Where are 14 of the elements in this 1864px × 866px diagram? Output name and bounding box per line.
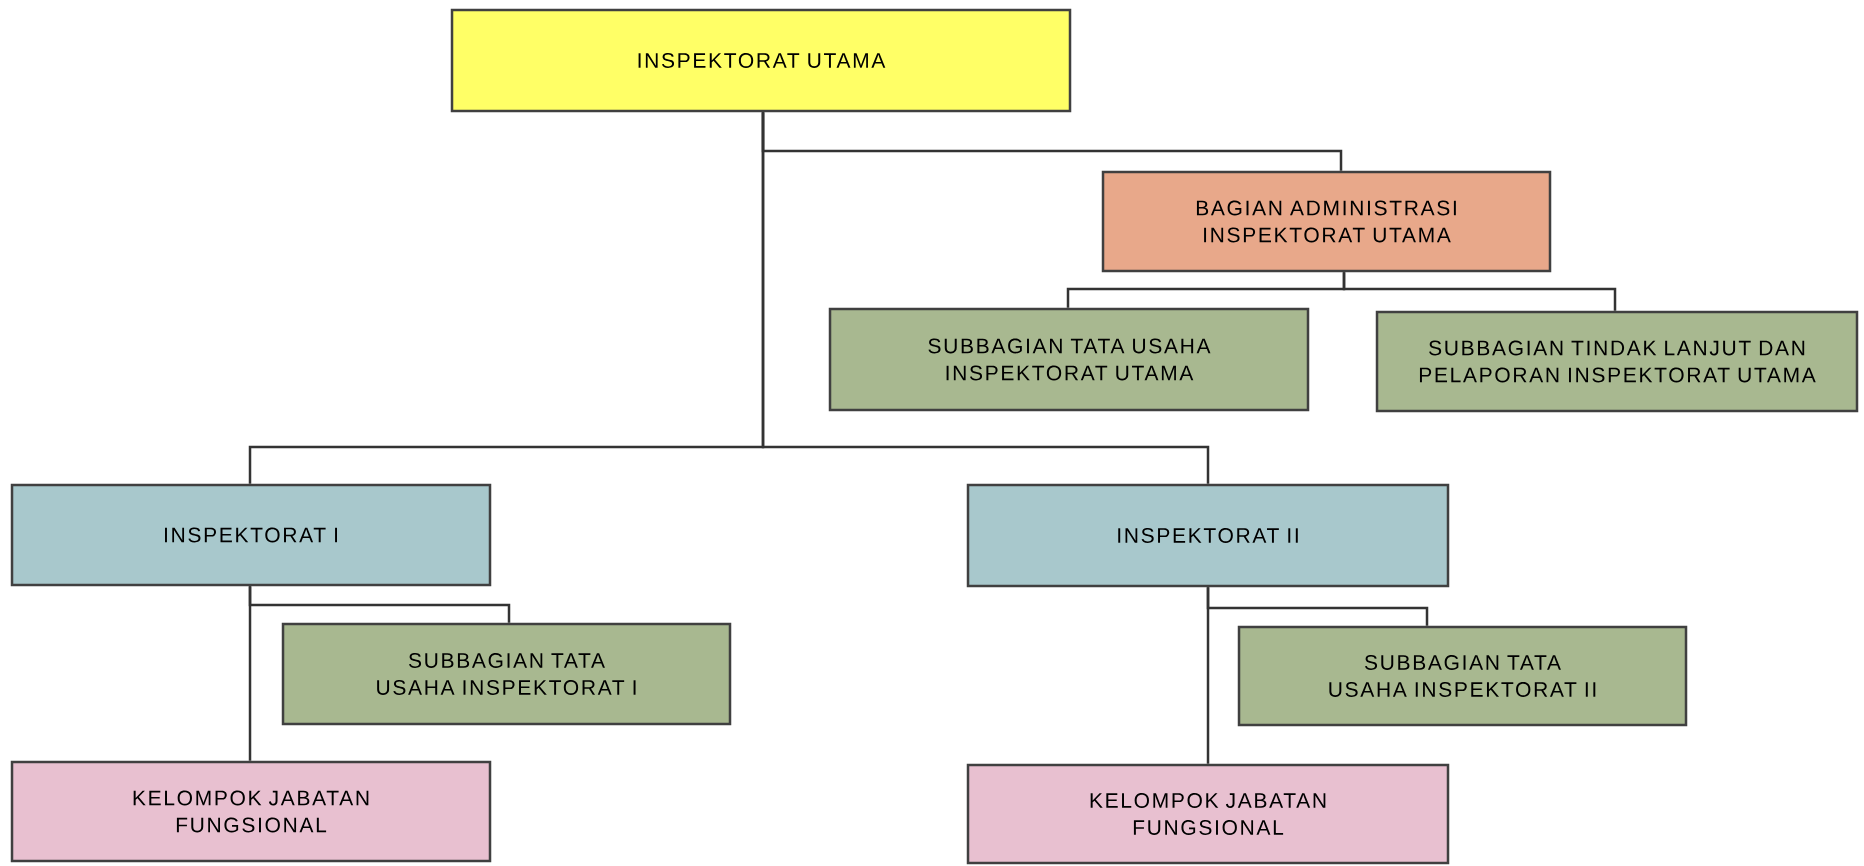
- unit-box: SUBBAGIAN TINDAK LANJUT DAN PELAPORAN INSPEKTORAT UTAMA: [1375, 310, 1859, 413]
- group-box: KELOMPOK JABATAN FUNGSIONAL: [966, 763, 1450, 865]
- unit-box: SUBBAGIAN TATA USAHA INSPEKTORAT I: [281, 622, 732, 726]
- connector-line: [1206, 587, 1210, 764]
- connector-line: [1342, 272, 1617, 311]
- department-box: BAGIAN ADMINISTRASI INSPEKTORAT UTAMA: [1101, 170, 1552, 273]
- connector-line: [248, 586, 252, 761]
- department-box: INSPEKTORAT II: [966, 483, 1450, 588]
- group-box: KELOMPOK JABATAN FUNGSIONAL: [10, 760, 492, 863]
- unit-box: SUBBAGIAN TATA USAHA INSPEKTORAT UTAMA: [828, 307, 1310, 412]
- connector-line: [761, 112, 1210, 484]
- header-box: INSPEKTORAT UTAMA: [450, 8, 1072, 113]
- department-box: INSPEKTORAT I: [10, 483, 492, 587]
- unit-box: SUBBAGIAN TATA USAHA INSPEKTORAT II: [1237, 625, 1688, 727]
